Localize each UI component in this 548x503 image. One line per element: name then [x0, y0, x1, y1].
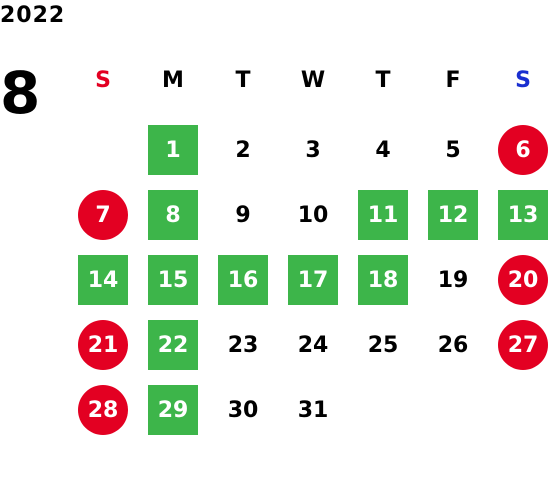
day-cell: 17	[288, 255, 338, 305]
day-cell: 19	[437, 267, 469, 293]
day-cell: 10	[297, 202, 329, 228]
month-number: 8	[0, 59, 41, 127]
day-cell: 20	[498, 255, 548, 305]
day-cell: 24	[297, 332, 329, 358]
day-cell: 7	[78, 190, 128, 240]
day-cell: 27	[498, 320, 548, 370]
day-cell: 23	[227, 332, 259, 358]
weekday-header-monday: M	[162, 68, 184, 93]
day-cell: 31	[297, 397, 329, 423]
weekday-header-wednesday: W	[300, 68, 326, 93]
day-cell: 26	[437, 332, 469, 358]
day-cell: 14	[78, 255, 128, 305]
weekday-header-sunday: S	[95, 68, 111, 93]
weekday-header-friday: F	[445, 68, 461, 93]
day-cell: 13	[498, 190, 548, 240]
day-cell: 11	[358, 190, 408, 240]
weekday-header-thursday: T	[375, 68, 391, 93]
day-cell: 12	[428, 190, 478, 240]
day-cell: 28	[78, 385, 128, 435]
day-cell: 1	[148, 125, 198, 175]
day-cell: 4	[375, 137, 391, 163]
weekday-header-tuesday: T	[235, 68, 251, 93]
day-cell: 21	[78, 320, 128, 370]
day-cell: 30	[227, 397, 259, 423]
weekday-header-saturday: S	[515, 68, 531, 93]
day-cell: 22	[148, 320, 198, 370]
day-cell: 3	[305, 137, 321, 163]
day-cell: 25	[367, 332, 399, 358]
year-label: 2022	[0, 3, 66, 28]
day-cell: 6	[498, 125, 548, 175]
day-cell: 18	[358, 255, 408, 305]
day-cell: 9	[235, 202, 251, 228]
day-cell: 2	[235, 137, 251, 163]
day-cell: 16	[218, 255, 268, 305]
day-cell: 15	[148, 255, 198, 305]
day-cell: 5	[445, 137, 461, 163]
day-cell: 29	[148, 385, 198, 435]
day-cell: 8	[148, 190, 198, 240]
